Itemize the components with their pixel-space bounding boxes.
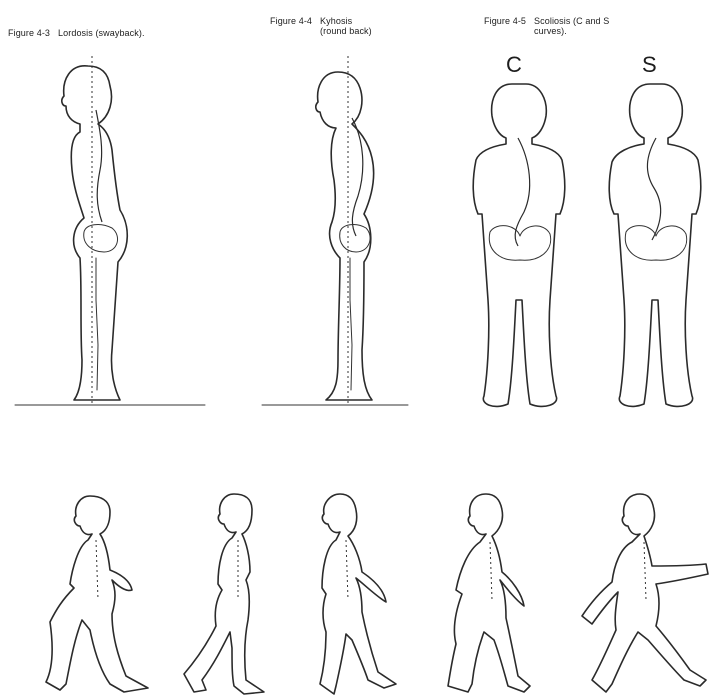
walking-boy-1 — [46, 496, 148, 692]
walking-boy-outline — [582, 494, 708, 692]
kyphosis-body-outline — [316, 72, 374, 400]
walking-boy-outline — [46, 496, 148, 692]
walking-boy-5 — [582, 494, 708, 692]
kyphosis-leg-bone — [350, 258, 352, 390]
walking-boy-4 — [448, 494, 530, 692]
walking-boy-outline — [184, 494, 264, 694]
lordosis-body-outline — [62, 66, 127, 400]
kyphosis-spine — [352, 118, 363, 236]
scoliosis-c-body-outline — [473, 84, 565, 406]
scoliosis-s-figure — [609, 84, 701, 406]
scoliosis-c-spine — [515, 138, 530, 246]
walking-boy-2 — [184, 494, 264, 694]
lordosis-pelvis — [84, 225, 118, 252]
kyphosis-figure — [262, 56, 408, 405]
scoliosis-s-body-outline — [609, 84, 701, 406]
scoliosis-c-pelvis — [489, 226, 550, 261]
scoliosis-c-figure — [473, 84, 565, 406]
lordosis-figure — [15, 56, 205, 405]
walking-boy-3 — [320, 494, 396, 694]
kyphosis-pelvis — [340, 225, 370, 252]
scoliosis-s-spine — [647, 138, 660, 240]
walking-boy-outline — [320, 494, 396, 694]
walking-boy-outline — [448, 494, 530, 692]
lordosis-leg-bone — [96, 258, 98, 390]
